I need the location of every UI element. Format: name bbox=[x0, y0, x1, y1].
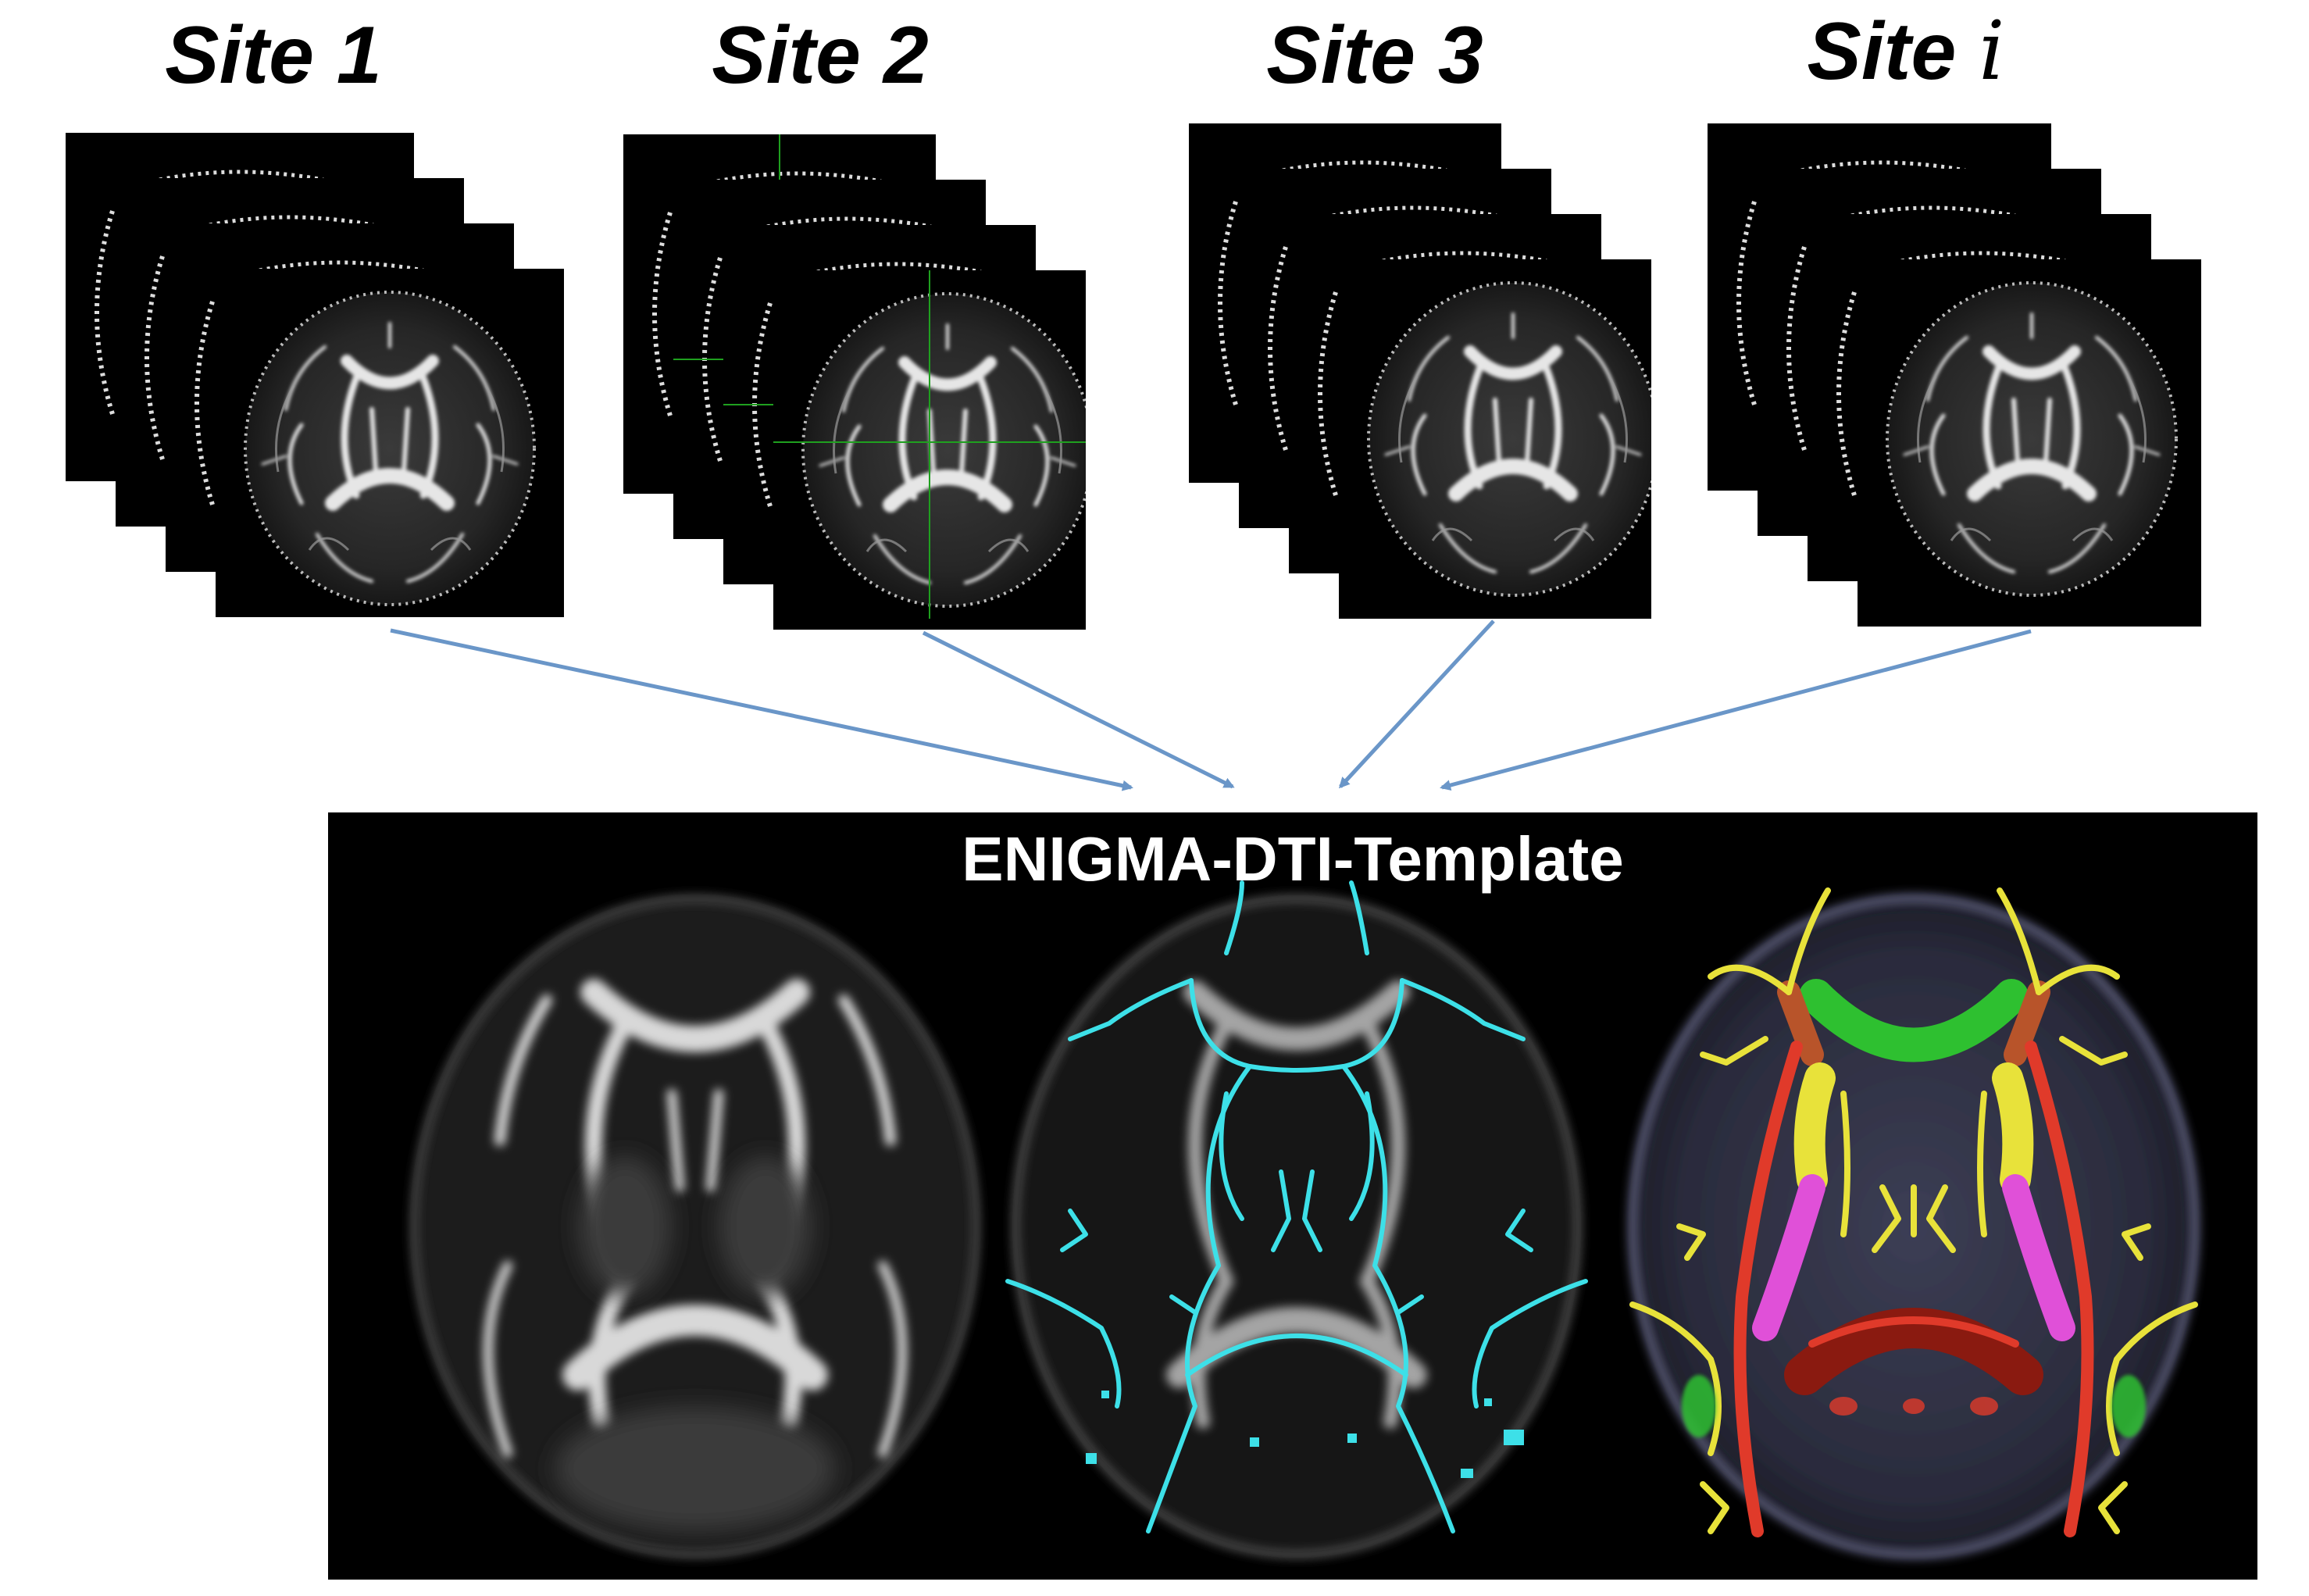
skeleton-overlay bbox=[1005, 880, 1588, 1534]
site-i-slice-front bbox=[1858, 259, 2201, 627]
template-skeleton-brain bbox=[1005, 880, 1588, 1559]
arrow-site-3 bbox=[1338, 619, 1495, 789]
splenium-region bbox=[1784, 1308, 2043, 1395]
site-2-image-stack bbox=[623, 134, 1170, 642]
template-title: ENIGMA-DTI-Template bbox=[962, 824, 1624, 894]
site-3-slice-front bbox=[1339, 259, 1651, 619]
template-fa-brain bbox=[410, 894, 980, 1559]
genu-region bbox=[1799, 979, 2029, 1062]
site-1-slice-front bbox=[216, 269, 564, 617]
site-2-slice-front bbox=[773, 270, 1086, 630]
site-1-image-stack bbox=[66, 133, 612, 641]
arrow-site-1 bbox=[390, 628, 1133, 791]
arrow-site-i bbox=[1440, 629, 2032, 791]
site-1-title: Site 1 bbox=[165, 10, 382, 101]
site-i-title: Site i bbox=[1807, 3, 2005, 98]
site-3-title: Site 3 bbox=[1266, 10, 1483, 101]
atlas-yellow-tracts bbox=[1629, 887, 2198, 1534]
enigma-template-panel: ENIGMA-DTI-Template bbox=[328, 812, 2257, 1580]
arrow-site-2 bbox=[922, 630, 1235, 789]
site-i-image-stack bbox=[1708, 123, 2254, 631]
site-2-title: Site 2 bbox=[712, 10, 929, 101]
site-3-image-stack bbox=[1189, 123, 1736, 631]
template-atlas-brain bbox=[1628, 887, 2200, 1559]
